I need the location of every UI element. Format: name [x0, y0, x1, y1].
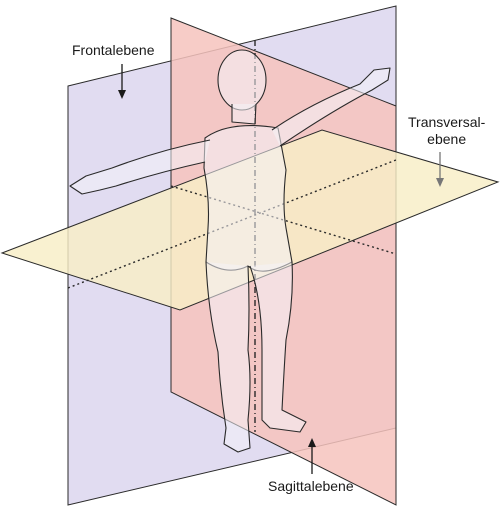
transversal-label-line2: ebene	[427, 131, 467, 147]
sagittal-plane-label: Sagittalebene	[268, 478, 354, 494]
neck	[231, 103, 257, 125]
left-arm	[69, 139, 211, 195]
sagittal-arrow-head	[308, 438, 316, 447]
transversal-label-line1: Transversal-	[408, 114, 486, 130]
transversal-plane-label: Transversal- ebene	[408, 114, 485, 148]
head	[217, 49, 267, 111]
torso	[203, 125, 293, 272]
left-leg	[205, 261, 251, 453]
human-figure	[69, 49, 391, 453]
frontal-plane-label: Frontalebene	[72, 42, 155, 58]
transversal-arrow-head	[436, 178, 444, 187]
sagittal-transversal-intersection	[170, 185, 397, 255]
label-arrows	[118, 64, 444, 474]
right-leg	[249, 261, 307, 433]
frontal-arrow-head	[118, 90, 126, 99]
right-arm	[271, 67, 391, 147]
